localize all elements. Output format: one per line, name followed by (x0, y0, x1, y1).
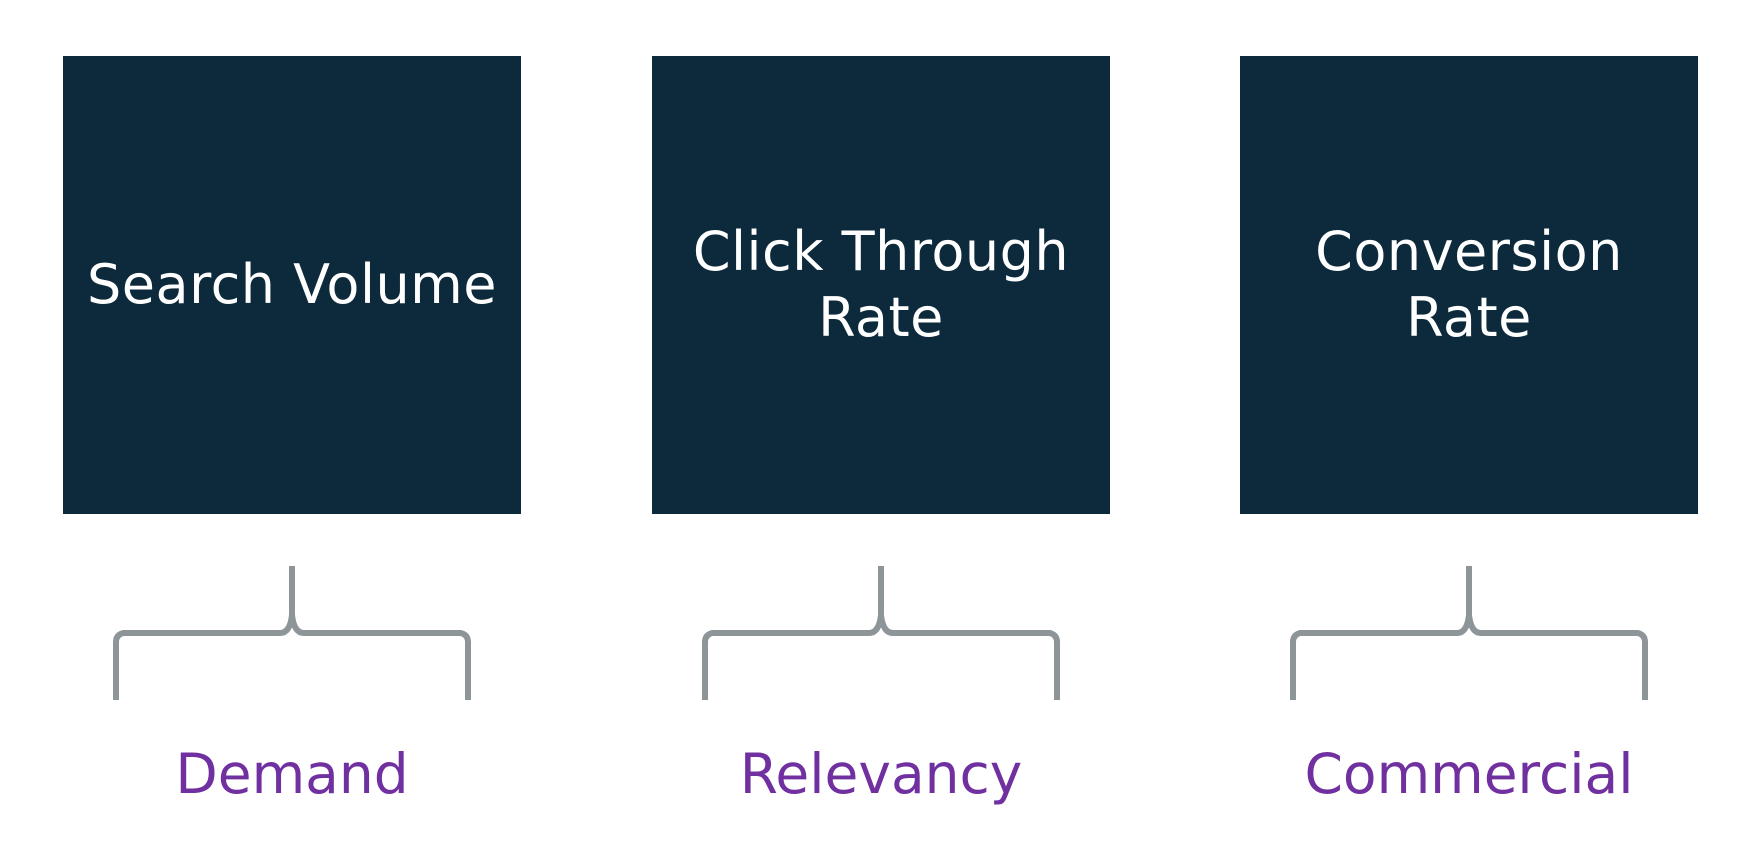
curly-brace-icon (1290, 566, 1648, 700)
category-label-relevancy: Relevancy (739, 742, 1023, 806)
box-label: Search Volume (86, 253, 498, 316)
category-label-commercial: Commercial (1304, 742, 1634, 806)
box-search-volume: Search Volume (63, 56, 521, 514)
category-label-demand: Demand (175, 742, 409, 806)
curly-brace-icon (702, 566, 1060, 700)
box-label: Click Through Rate (692, 220, 1070, 349)
box-click-through-rate: Click Through Rate (652, 56, 1110, 514)
box-conversion-rate: Conversion Rate (1240, 56, 1698, 514)
box-label: Conversion Rate (1315, 220, 1623, 349)
curly-brace-icon (113, 566, 471, 700)
